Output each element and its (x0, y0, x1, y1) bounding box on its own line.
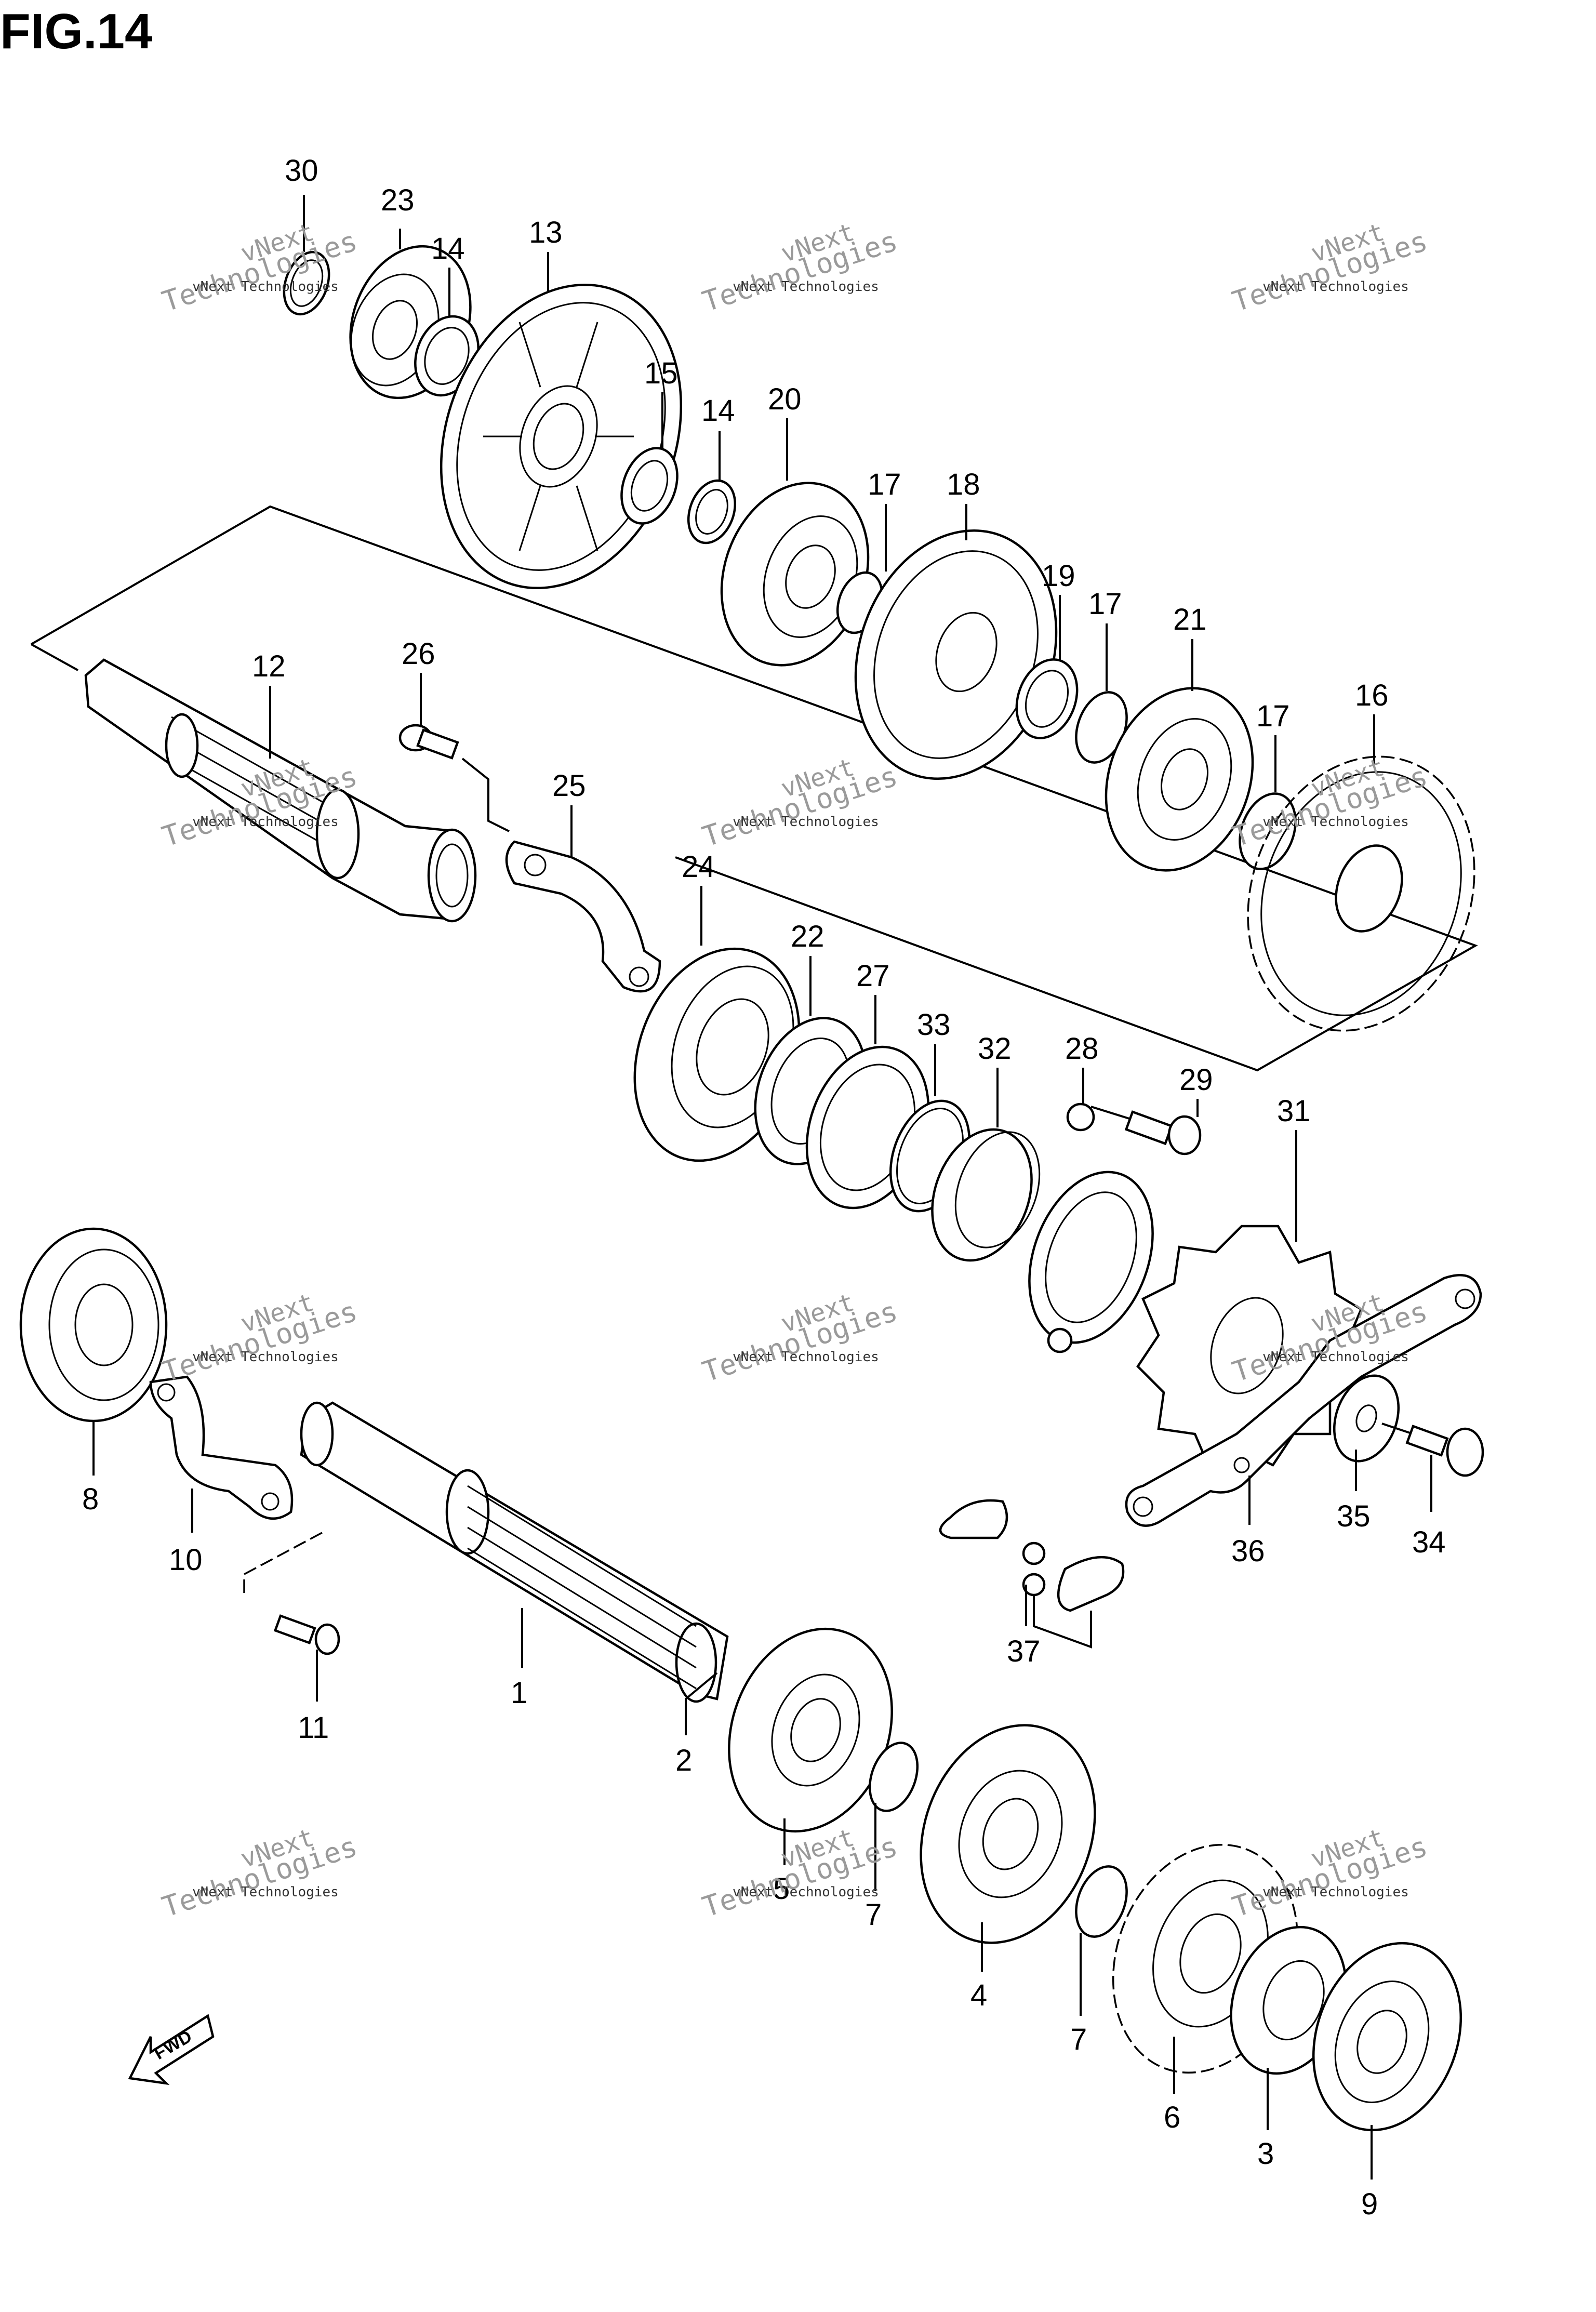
svg-text:vNext Technologies: vNext Technologies (733, 814, 879, 830)
part-label-6: 6 (1164, 2101, 1180, 2134)
part-label-24: 24 (682, 850, 715, 884)
watermark: vNext Technologies vNext Technologies (699, 753, 902, 854)
part-label-11: 11 (298, 1711, 329, 1745)
svg-text:vNext Technologies: vNext Technologies (1262, 814, 1409, 830)
washer-14b (687, 479, 737, 544)
part-label-15: 15 (644, 356, 678, 390)
svg-text:vNext Technologies: vNext Technologies (192, 1349, 339, 1365)
part-label-31: 31 (1277, 1094, 1311, 1128)
part-label-19: 19 (1042, 559, 1075, 593)
part-label-1: 1 (511, 1676, 527, 1710)
circlip-7b (1075, 1865, 1128, 1938)
part-label-23: 23 (381, 183, 415, 217)
forward-direction-arrow: FWD (128, 2014, 215, 2085)
watermark: vNext Technologies vNext Technologies (158, 1288, 362, 1389)
part-label-35: 35 (1337, 1499, 1371, 1533)
part-number-labels: 30 23 14 13 15 14 20 17 18 19 17 21 17 1… (82, 154, 1446, 2221)
part-label-14a: 14 (431, 232, 465, 265)
leader-lines (92, 195, 1432, 2180)
part-label-20: 20 (768, 382, 802, 416)
part-label-16: 16 (1355, 679, 1389, 712)
svg-text:vNext Technologies: vNext Technologies (192, 814, 339, 830)
drive-chain-36 (1125, 1274, 1482, 1527)
part-label-2: 2 (675, 1744, 692, 1777)
svg-text:vNext Technologies: vNext Technologies (1262, 1884, 1409, 1900)
part-label-13: 13 (529, 216, 563, 249)
part-label-9: 9 (1361, 2187, 1378, 2221)
bracket-10 (149, 1375, 294, 1520)
master-link-37 (939, 1499, 1125, 1649)
bearing-8 (19, 1227, 168, 1423)
part-label-30: 30 (285, 154, 318, 188)
part-label-12: 12 (252, 649, 286, 683)
svg-text:vNext Technologies: vNext Technologies (733, 279, 879, 295)
gear-21 (1105, 687, 1254, 872)
group-outline (31, 505, 1478, 1072)
part-label-5: 5 (773, 1872, 790, 1906)
part-label-17c: 17 (1256, 699, 1290, 733)
watermark: vNext Technologies vNext Technologies (1229, 218, 1432, 318)
plate-28 (1028, 1102, 1154, 1353)
part-label-8: 8 (82, 1482, 99, 1516)
watermark: vNext Technologies vNext Technologies (699, 218, 902, 318)
part-label-14b: 14 (701, 394, 735, 428)
watermark: vNext Technologies vNext Technologies (158, 1823, 362, 1924)
countershaft-12 (84, 658, 477, 923)
washer-19 (1015, 658, 1079, 739)
bolt-34 (1381, 1423, 1484, 1477)
part-label-29: 29 (1179, 1063, 1213, 1097)
svg-text:vNext Technologies: vNext Technologies (192, 279, 339, 295)
part-label-32: 32 (978, 1032, 1012, 1066)
spacer-32 (931, 1128, 1041, 1262)
circlip-30 (283, 250, 330, 316)
svg-text:vNext Technologies: vNext Technologies (192, 1884, 339, 1900)
part-label-22: 22 (791, 920, 824, 953)
watermark: vNext Technologies vNext Technologies (1229, 1823, 1432, 1924)
part-label-37: 37 (1007, 1635, 1041, 1668)
circlip-7a (868, 1742, 919, 1812)
bearing-9 (1312, 1942, 1462, 2132)
watermark: vNext Technologies vNext Technologies (158, 218, 362, 318)
screw-26 (398, 724, 459, 760)
bracket-25 (505, 840, 661, 993)
part-label-34: 34 (1412, 1525, 1446, 1559)
part-label-17b: 17 (1088, 587, 1122, 621)
part-label-10: 10 (169, 1543, 203, 1577)
part-label-28: 28 (1065, 1032, 1099, 1066)
gear-5 (728, 1627, 893, 1833)
svg-text:vNext Technologies: vNext Technologies (1262, 1349, 1409, 1365)
svg-text:vNext Technologies: vNext Technologies (1262, 279, 1409, 295)
part-label-3: 3 (1257, 2137, 1274, 2171)
part-label-7b: 7 (1070, 2023, 1087, 2056)
part-label-7a: 7 (865, 1898, 882, 1932)
part-label-33: 33 (917, 1008, 951, 1042)
mainshaft-1 (300, 1401, 729, 1703)
gear-16 (1247, 755, 1475, 1032)
part-label-27: 27 (856, 959, 890, 993)
svg-text:vNext Technologies: vNext Technologies (733, 1884, 879, 1900)
part-label-25: 25 (552, 769, 586, 803)
gear-4 (920, 1724, 1096, 1944)
part-label-17a: 17 (868, 468, 901, 501)
screw-11 (273, 1614, 340, 1655)
part-label-4: 4 (970, 1978, 987, 2012)
part-label-26: 26 (402, 637, 435, 671)
part-label-36: 36 (1231, 1534, 1265, 1568)
part-label-21: 21 (1173, 603, 1207, 636)
svg-text:vNext Technologies: vNext Technologies (733, 1349, 879, 1365)
part-label-18: 18 (947, 468, 980, 501)
watermark: vNext Technologies vNext Technologies (699, 1288, 902, 1389)
bolt-29 (1090, 1106, 1202, 1155)
figure-title: FIG.14 (0, 4, 153, 59)
